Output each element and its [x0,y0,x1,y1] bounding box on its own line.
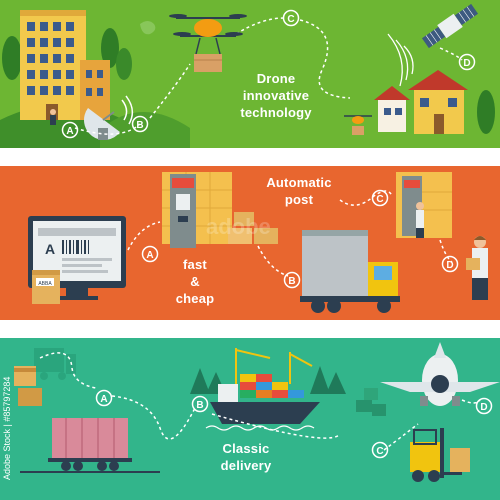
parcel-icon: ABBA [32,270,60,304]
tree-icon [116,48,132,80]
apartment-building-icon [20,10,110,120]
subline-line: & [190,274,200,289]
headline-line: Automatic [266,175,332,190]
classic-delivery-headline: Classic delivery [206,440,286,474]
drone-headline: Drone innovative technology [228,70,324,121]
freight-wagon-icon [20,418,160,473]
svg-text:B: B [288,276,295,287]
forklift-outline-icon [34,348,76,380]
house-icon [374,86,410,132]
step-badge-c: C [282,9,300,27]
route-line [111,395,197,440]
parcel-stack-icon [356,388,386,416]
wave-line [205,425,315,431]
person-icon [50,109,56,125]
step-badge-b: B [131,115,149,133]
step-badge-d: D [458,53,476,71]
svg-text:B: B [196,400,203,411]
headline-line: Drone [256,71,296,86]
step-badge-b: B [191,395,209,413]
svg-text:A: A [100,394,107,405]
svg-text:A: A [146,250,153,261]
watermark-text: adobe [206,214,271,239]
svg-text:C: C [287,14,294,25]
person-icon [416,202,424,238]
drone-icon [344,115,372,135]
step-badge-a: A [95,389,113,407]
step-badge-d: D [475,397,493,415]
headline-line: Classic [222,441,270,456]
drone-scene: A B C D [0,3,495,148]
headline-line: delivery [220,458,272,473]
step-badge-a: A [61,121,79,139]
route-line [127,221,161,251]
step-badge-c: C [371,441,389,459]
headline-line: innovative [242,88,310,103]
step-badge-c: C [371,189,389,207]
svg-text:D: D [480,402,487,413]
satellite-icon [421,3,479,49]
route-line [235,17,285,35]
drone-icon [169,14,247,72]
route-line [149,63,191,119]
signal-wave [395,39,409,81]
step-badge-b: B [283,271,301,289]
headline-line: post [284,192,314,207]
post-locker-icon [162,172,232,248]
parcel-stack-icon [14,366,42,406]
route-line [299,19,351,99]
cargo-plane-icon [380,342,500,406]
route-line [339,190,393,206]
route-line [439,47,463,61]
route-line [39,352,97,389]
screen-letter: A [45,241,55,257]
stock-id-stamp: Adobe Stock | #85797284 [0,372,14,484]
drone-banner: A B C D Drone innovative technology [0,0,500,148]
headline-line: technology [240,105,312,120]
tree-icon [101,28,119,68]
step-badge-a: A [141,245,159,263]
svg-text:C: C [376,446,383,457]
route-line [439,239,453,263]
step-badge-d: D [441,255,459,273]
tree-icon [477,90,495,134]
route-line [211,413,341,439]
parcel-stack-icon [228,212,278,244]
signal-wave [387,33,403,87]
person-icon [466,236,488,300]
fast-cheap-subline: fast & cheap [170,256,220,307]
classic-delivery-banner: A B C D Classic delivery [0,338,500,500]
cargo-ship-icon [210,348,320,424]
route-line [74,123,141,135]
map-shape [140,21,156,35]
automatic-post-banner: A ABBA [0,166,500,320]
truck-icon [300,230,400,313]
signal-wave [403,45,414,75]
svg-text:A: A [66,126,73,137]
parcel-label: ABBA [38,281,52,287]
route-line [257,245,289,277]
post-scene: A ABBA [28,172,488,313]
house-icon [408,70,468,134]
svg-text:B: B [136,120,143,131]
subline-line: fast [183,257,207,272]
svg-text:D: D [463,58,470,69]
forklift-icon [410,428,470,482]
tree-icon [2,36,22,80]
subline-line: cheap [175,291,215,306]
stock-id-text: Adobe Stock | #85797284 [2,376,12,480]
classic-scene: A B C D [14,342,500,482]
automatic-post-headline: Automatic post [254,174,344,208]
svg-text:C: C [376,194,383,205]
svg-text:D: D [446,260,453,271]
